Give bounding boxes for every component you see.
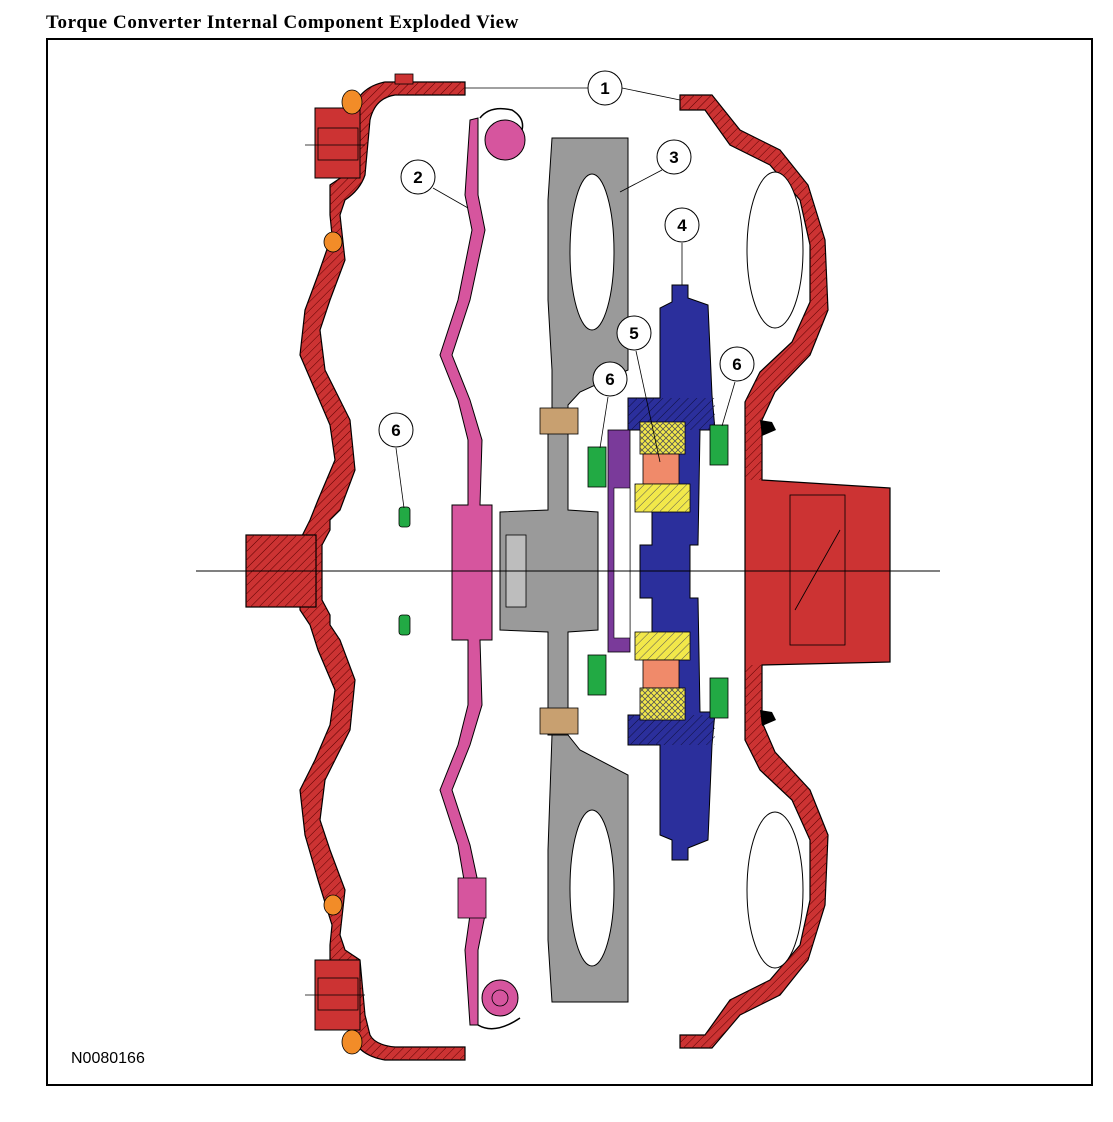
front-cover-left bbox=[245, 73, 466, 1061]
stator bbox=[627, 284, 716, 861]
callout-6-middle: 6 bbox=[592, 361, 628, 449]
callout-2-label: 2 bbox=[413, 168, 422, 187]
seals bbox=[398, 424, 729, 719]
callout-4: 4 bbox=[664, 207, 700, 285]
thrust-washer bbox=[607, 429, 631, 653]
callout-6-left: 6 bbox=[378, 412, 414, 509]
callout-6-right-label: 6 bbox=[732, 355, 741, 374]
callout-6-right: 6 bbox=[719, 346, 755, 427]
diagram-frame bbox=[46, 38, 1093, 1086]
turbine bbox=[499, 137, 629, 1003]
callout-1: 1 bbox=[465, 70, 681, 106]
one-way-clutch bbox=[634, 421, 691, 721]
callout-6-middle-label: 6 bbox=[605, 370, 614, 389]
callout-4-label: 4 bbox=[677, 216, 687, 235]
callout-5-label: 5 bbox=[629, 324, 638, 343]
callout-3-label: 3 bbox=[669, 148, 678, 167]
callout-6-left-label: 6 bbox=[391, 421, 400, 440]
callout-3: 3 bbox=[619, 139, 692, 193]
callout-5: 5 bbox=[616, 315, 661, 463]
balance-pads bbox=[323, 89, 363, 1055]
figure-code: N0080166 bbox=[71, 1050, 145, 1067]
callout-1-label: 1 bbox=[600, 79, 609, 98]
turbine-rivets bbox=[539, 407, 579, 735]
callout-2: 2 bbox=[400, 159, 469, 209]
diagram-title: Torque Converter Internal Component Expl… bbox=[46, 12, 519, 33]
